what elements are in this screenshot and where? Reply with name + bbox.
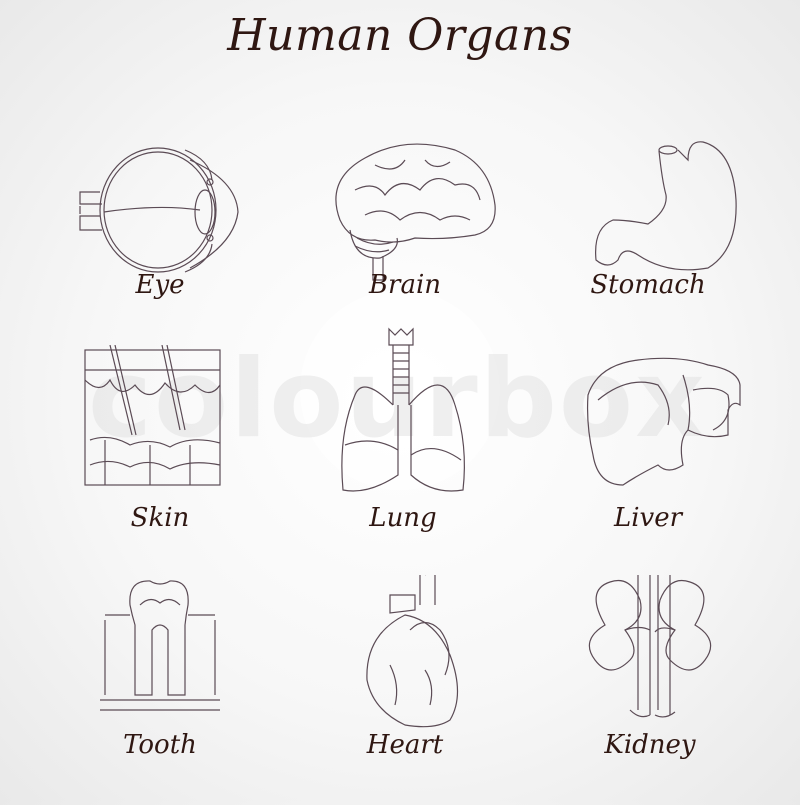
skin-icon [84,345,221,486]
organ-label-skin: Skin [130,503,190,533]
organ-tooth: Tooth [40,575,280,805]
organ-label-lung: Lung [369,503,437,533]
organ-label-heart: Heart [366,730,444,760]
heart-icon [366,575,459,728]
organ-label-liver: Liver [613,503,683,533]
organ-stomach: Stomach [528,120,768,350]
organ-heart: Heart [285,575,525,805]
eye-icon [79,147,239,273]
organ-label-stomach: Stomach [590,270,706,300]
page-title: Human Organs [227,10,573,61]
brain-icon [335,143,496,281]
organ-brain: Brain [285,120,525,350]
organ-lung: Lung [283,325,523,555]
organ-liver: Liver [528,345,768,575]
watermark-circle [300,290,500,490]
organ-label-brain: Brain [368,270,442,300]
organ-label-kidney: Kidney [604,730,696,760]
tooth-icon [100,580,220,711]
kidney-icon [588,575,712,718]
lung-icon [341,327,465,492]
organ-eye: Eye [40,120,280,350]
organ-kidney: Kidney [530,570,770,800]
organ-label-tooth: Tooth [123,730,197,760]
stomach-icon [595,141,737,271]
liver-icon [586,357,741,486]
organ-skin: Skin [40,345,280,575]
organ-label-eye: Eye [135,270,185,300]
